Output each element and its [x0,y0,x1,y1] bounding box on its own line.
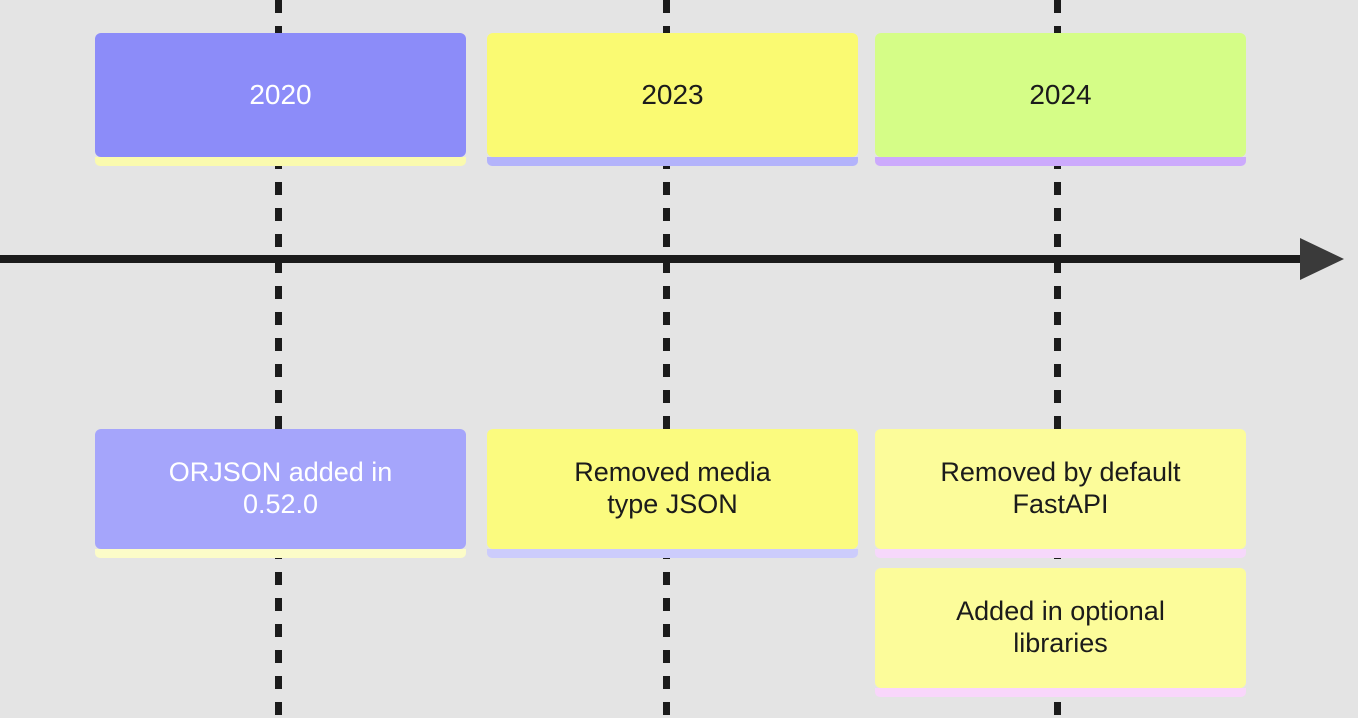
connector-line-2024 [1054,0,1061,718]
event-strip-removed-media-type-json [487,549,858,558]
period-strip-2023 [487,157,858,166]
period-box-2020[interactable]: 2020 [95,33,466,157]
event-strip-removed-by-default-fastapi [875,549,1246,558]
period-box-2023[interactable]: 2023 [487,33,858,157]
period-strip-2020 [95,157,466,166]
event-box-removed-media-type-json[interactable]: Removed media type JSON [487,429,858,549]
event-strip-added-in-optional-libraries [875,688,1246,697]
event-box-removed-by-default-fastapi[interactable]: Removed by default FastAPI [875,429,1246,549]
event-box-added-in-optional-libraries[interactable]: Added in optional libraries [875,568,1246,688]
event-box-orjson-added[interactable]: ORJSON added in 0.52.0 [95,429,466,549]
period-strip-2024 [875,157,1246,166]
timeline-axis-line [0,255,1310,263]
timeline-arrow-icon [1300,238,1344,280]
period-box-2024[interactable]: 2024 [875,33,1246,157]
connector-line-2023 [663,0,670,718]
event-strip-orjson-added [95,549,466,558]
connector-line-2020 [275,0,282,718]
